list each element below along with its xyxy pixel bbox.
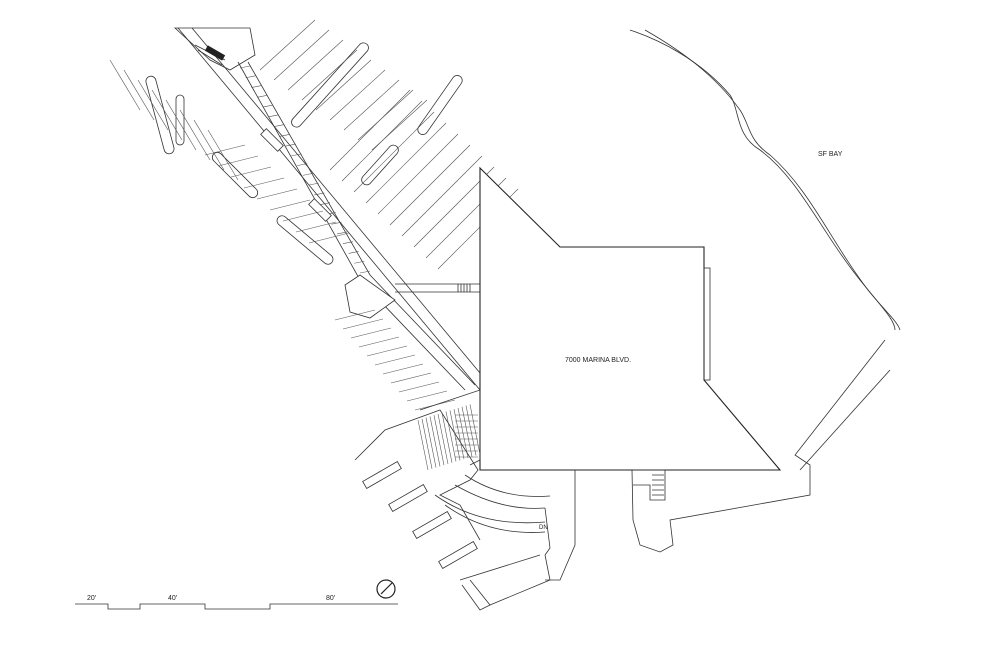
connector-bridge: [395, 283, 480, 293]
water-label: SF BAY: [818, 151, 843, 158]
shoreline: [629, 29, 901, 553]
scale-mark-40: 40': [168, 595, 177, 602]
stair-label: DN: [539, 525, 548, 531]
upper-dock: [173, 27, 256, 71]
finger-piers: [145, 42, 463, 319]
address-label: 7000 MARINA BLVD.: [565, 357, 631, 364]
scale-mark-20: 20': [87, 595, 96, 602]
building: [479, 166, 782, 471]
north-arrow-icon: [376, 579, 396, 599]
scale-bar: 20' 40' 80': [75, 595, 398, 610]
stair-hatch: [417, 404, 481, 471]
scale-mark-80: 80': [326, 595, 335, 602]
gangway-steps: [239, 65, 371, 274]
lower-slips: [362, 460, 478, 570]
lower-plaza: [354, 389, 576, 611]
side-stair: [633, 469, 666, 501]
